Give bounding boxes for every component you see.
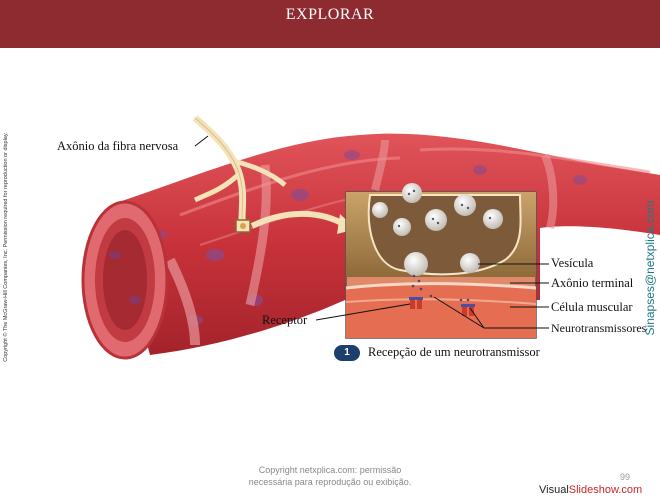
page-number: 99 xyxy=(619,472,630,482)
label-vesicle: Vesícula xyxy=(551,256,594,270)
label-axon-terminal: Axônio terminal xyxy=(551,276,634,290)
label-axon: Axônio da fibra nervosa xyxy=(57,139,179,153)
step-number-badge: 1 xyxy=(334,345,360,361)
fiber-cross-section xyxy=(81,200,169,360)
zoom-arrow xyxy=(250,210,347,229)
page-title: EXPLORAR xyxy=(285,6,375,23)
nerve-axon xyxy=(192,115,287,233)
footer-copyright: Copyright netxplica.com: permissão neces… xyxy=(230,464,430,488)
brand-prefix: Visual xyxy=(539,484,569,496)
label-receptor: Receptor xyxy=(262,313,308,327)
footer-copyright-line-1: Copyright netxplica.com: permissão xyxy=(258,465,402,475)
step-caption: Recepção de um neurotransmissor xyxy=(368,345,540,359)
header-bar: EXPLORAR xyxy=(0,0,660,48)
leader-lines xyxy=(194,135,549,329)
visualslideshow-brand[interactable]: VisualSlideshow.com xyxy=(539,484,642,496)
label-muscle-cell: Célula muscular xyxy=(551,300,633,314)
label-neurotransmitter: Neurotransmissores xyxy=(551,321,647,335)
synapse-inset xyxy=(345,183,537,339)
watermark: Sinapses@netxplica.com xyxy=(643,200,657,336)
brand-suffix: Slideshow.com xyxy=(568,484,643,496)
footer-copyright-line-2: necessária para reprodução ou exibição. xyxy=(248,477,412,487)
